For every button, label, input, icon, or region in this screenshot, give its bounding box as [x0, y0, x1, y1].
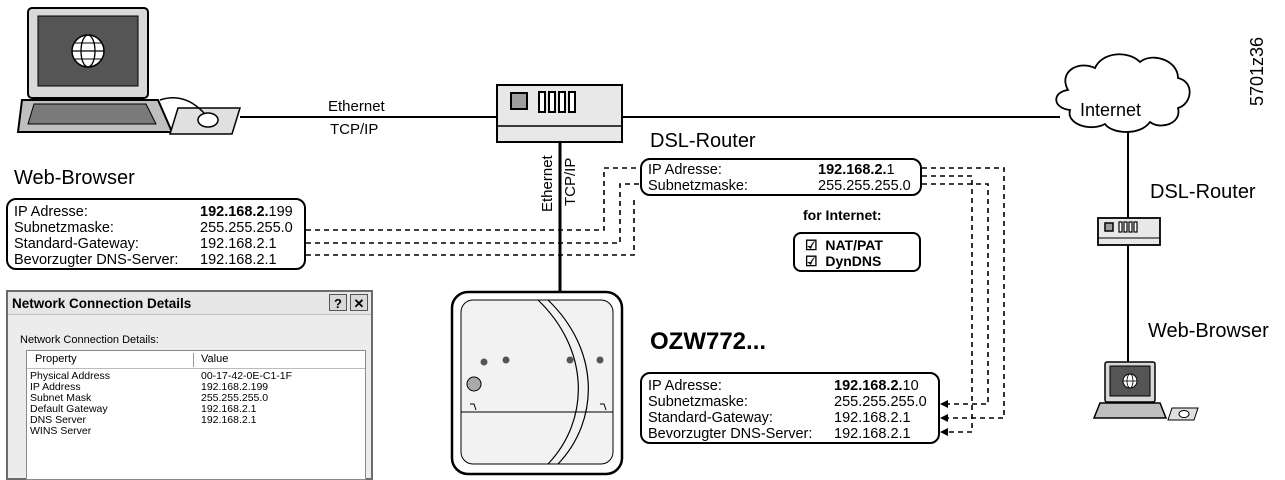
router-config-box: IP Adresse:192.168.2.1 Subnetzmaske:255.…: [640, 158, 922, 196]
dialog-titlebar[interactable]: Network Connection Details ? ✕: [8, 292, 371, 315]
feature-dyndns: ☑ DynDNS: [805, 254, 881, 268]
checkbox-icon: ☑: [805, 253, 818, 269]
pc-caption: Web-Browser: [14, 168, 135, 188]
router-caption: DSL-Router: [650, 131, 756, 151]
router-vertical-ethernet: Ethernet: [540, 155, 555, 212]
pc-config-box: IP Adresse:192.168.2.199 Subnetzmaske:25…: [6, 198, 306, 270]
remote-router-icon: [1098, 218, 1160, 245]
internet-cloud-icon: [1056, 54, 1189, 132]
remote-browser-caption: Web-Browser: [1148, 321, 1269, 341]
feature-nat: ☑ NAT/PAT: [805, 238, 883, 252]
ozw772-device-icon: [452, 292, 622, 474]
help-button[interactable]: ?: [329, 294, 347, 311]
header-separator: [27, 368, 365, 369]
for-internet-heading: for Internet:: [803, 208, 882, 222]
checkbox-icon: ☑: [805, 237, 818, 253]
internet-features-box: ☑ NAT/PAT ☑ DynDNS: [793, 232, 921, 272]
router-vertical-tcpip: TCP/IP: [563, 158, 578, 206]
internet-label: Internet: [1080, 101, 1141, 119]
figure-id: 5701z36: [1248, 37, 1266, 106]
column-header-value[interactable]: Value: [201, 353, 228, 365]
dialog-title: Network Connection Details: [12, 296, 191, 311]
device-config-box: IP Adresse:192.168.2.10 Subnetzmaske:255…: [640, 372, 940, 444]
network-connection-dialog: Network Connection Details ? ✕ Network C…: [6, 290, 373, 480]
ethernet-label: Ethernet: [328, 99, 385, 114]
dialog-inner-label: Network Connection Details:: [20, 334, 159, 346]
remote-laptop-icon: [1094, 362, 1198, 420]
column-divider[interactable]: [193, 353, 194, 367]
mouse-icon: [160, 98, 240, 134]
pc-monitor-icon: [18, 8, 172, 132]
remote-router-caption: DSL-Router: [1150, 182, 1256, 202]
close-button[interactable]: ✕: [350, 294, 368, 311]
device-caption: OZW772...: [650, 328, 766, 356]
tcpip-label: TCP/IP: [330, 122, 378, 137]
router-icon: [497, 85, 622, 142]
column-header-property[interactable]: Property: [35, 353, 77, 365]
